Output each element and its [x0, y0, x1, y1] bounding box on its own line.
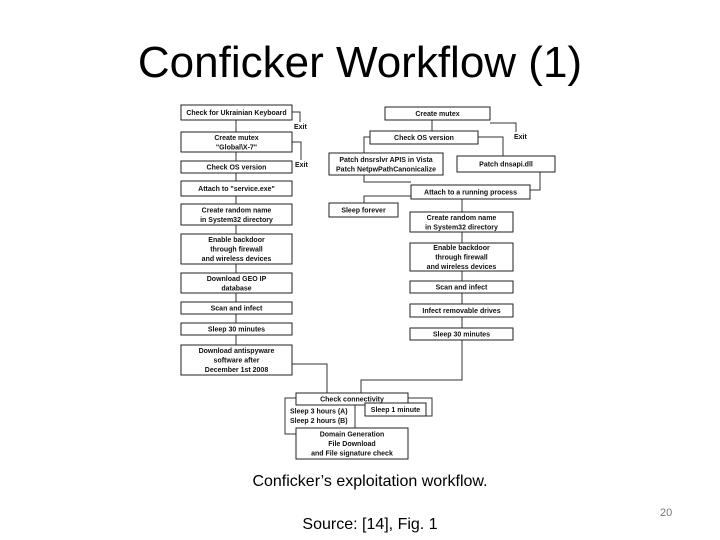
box-outline [410, 184, 531, 200]
box-text: Create random name [427, 215, 497, 222]
box-outline [180, 180, 293, 197]
box-text: software after [214, 358, 260, 365]
box-text: Download antispyware [199, 348, 275, 355]
box-outline [295, 427, 409, 460]
box-text: in System32 directory [200, 217, 273, 224]
right-step-random-name: Create random name in System32 directory [409, 211, 514, 233]
box-text: through firewall [435, 255, 488, 262]
box-outline [180, 322, 293, 336]
box-text: Enable backdoor [208, 237, 265, 244]
exit-label: Exit [294, 124, 308, 131]
box-outline [409, 327, 514, 341]
left-step-5: Enable backdoor through firewall and wirel… [180, 233, 293, 265]
box-text: Patch dnsrslvr APIS in Vista [339, 157, 432, 164]
box-text: Sleep forever [341, 208, 386, 215]
box-text: database [221, 285, 251, 292]
box-outline [180, 272, 293, 294]
box-text: Domain Generation [320, 432, 385, 439]
box-text: Sleep 30 minutes [208, 327, 265, 334]
left-step-9: Download antispyware software afterDecemb… [180, 344, 293, 376]
right-step-sleep30: Sleep 30 minutes [409, 327, 514, 341]
left-step-8: Sleep 30 minutes [180, 322, 293, 336]
box-outline [409, 242, 514, 272]
connectors [235, 111, 541, 435]
page-number: 20 [660, 507, 673, 519]
box-text: Enable backdoor [433, 245, 490, 252]
sleep-minute-step: Sleep 1 minute [364, 402, 427, 417]
box-outline [369, 130, 479, 145]
box-outline [180, 203, 293, 226]
box-text: Attach to "service.exe" [198, 186, 275, 193]
right-step-create-mutex: Create mutex [384, 106, 491, 121]
box-text: Download GEO IP [207, 276, 267, 283]
box-text: Check OS version [394, 135, 454, 142]
box-outline [180, 104, 293, 121]
box-text: Check connectivity [320, 397, 384, 404]
check-connectivity-step: Check connectivity [295, 392, 409, 406]
box-text: File Download [328, 441, 375, 448]
box-text: Check OS version [207, 165, 267, 172]
exit-label: Exit [514, 134, 528, 141]
box-text: Check for Ukrainian Keyboard [186, 110, 286, 117]
box-text: Sleep 2 hours (B) [290, 418, 348, 425]
box-text: and File signature check [311, 451, 393, 458]
right-step-backdoor: Enable backdoor through firewall and wirel… [409, 242, 514, 272]
box-text: Scan and infect [436, 285, 488, 292]
left-step-2: Check OS version [180, 160, 293, 174]
box-text: in System32 directory [425, 224, 498, 231]
box-text: Sleep 1 minute [371, 407, 421, 414]
left-step-7: Scan and infect [180, 301, 293, 315]
box-outline [364, 402, 427, 417]
left-step-3: Attach to "service.exe" [180, 180, 293, 197]
box-text: "Global\X-7" [216, 144, 257, 151]
box-outline [180, 301, 293, 315]
left-step-6: Download GEO IP database [180, 272, 293, 294]
box-outline [180, 233, 293, 265]
box-text: and wireless devices [427, 264, 497, 271]
box-text: Scan and infect [211, 306, 263, 313]
box-text: Sleep 3 hours (A) [290, 408, 348, 415]
right-step-check-os: Check OS version [369, 130, 479, 145]
figure-caption: Conficker’s exploitation workflow. [252, 473, 488, 490]
left-step-4: Create random name in System32 directory [180, 203, 293, 226]
box-outline [409, 211, 514, 233]
box-text: Patch dnsapi.dll [479, 162, 533, 169]
box-text: Sleep 30 minutes [433, 332, 490, 339]
box-outline [409, 303, 514, 318]
slide-title: Conficker Workflow (1) [137, 38, 583, 87]
right-step-attach: Attach to a running process [410, 184, 531, 200]
box-text: Patch NetpwPathCanonicalize [336, 166, 436, 173]
box-outline [295, 392, 409, 406]
box-text: Create random name [202, 207, 272, 214]
labels: Exit Exit Exit [294, 124, 528, 169]
right-step-removable: Infect removable drives [409, 303, 514, 318]
box-text: Infect removable drives [422, 308, 500, 315]
box-outline [384, 106, 491, 121]
box-outline [180, 344, 293, 376]
left-step-1: Create mutex "Global\X-7" [180, 131, 293, 153]
box-text: through firewall [210, 247, 263, 254]
right-step-scan: Scan and infect [409, 280, 514, 294]
box-text: and wireless devices [202, 256, 272, 263]
box-text: Create mutex [415, 111, 459, 118]
box-outline [180, 160, 293, 174]
right-step-sleep-forever: Sleep forever [328, 202, 399, 218]
box-text: December 1st 2008 [205, 367, 269, 374]
box-outline [180, 131, 293, 153]
box-outline [456, 155, 556, 173]
box-outline [328, 202, 399, 218]
box-outline [328, 152, 444, 176]
right-step-patch-dnsapi: Patch dnsapi.dll [456, 155, 556, 173]
exit-label: Exit [295, 162, 309, 169]
box-text: Create mutex [214, 135, 258, 142]
box-outline [409, 280, 514, 294]
left-step-0: Check for Ukrainian Keyboard [180, 104, 293, 121]
figure-source: Source: [14], Fig. 1 [302, 516, 438, 533]
sleep-hours-label: Sleep 3 hours (A) Sleep 2 hours (B) [290, 408, 348, 425]
box-text: Attach to a running process [424, 190, 517, 197]
